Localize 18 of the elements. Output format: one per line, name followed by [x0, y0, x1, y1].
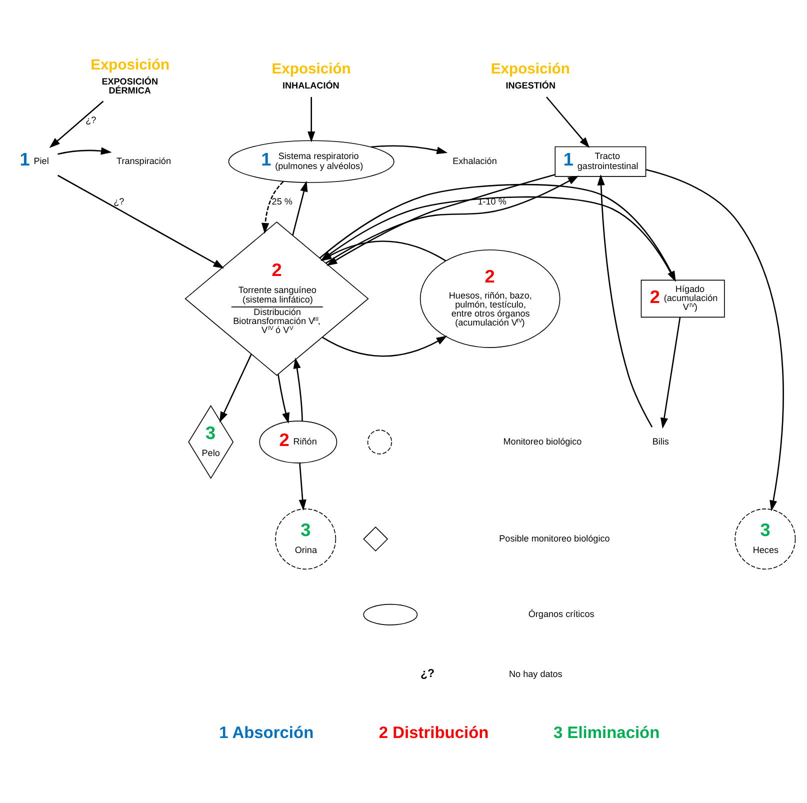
node-text: Exposición INGESTIÓN	[490, 61, 570, 91]
node-text: Exhalación	[452, 156, 497, 166]
label: ¿?	[420, 668, 435, 680]
node-text: 1 Piel	[20, 149, 49, 170]
label: 1 Absorción	[219, 724, 314, 742]
label: 2 Distribución	[378, 724, 489, 742]
edge-label: ¿?	[114, 196, 124, 207]
node-text: Exposición EXPOSICIÓN DÉRMICA	[90, 57, 170, 96]
legend-label: No hay datos	[509, 669, 562, 680]
node-text: Exposición INHALACIÓN	[272, 61, 351, 91]
edge-label: ¿?	[86, 115, 96, 126]
edge-label: 25 %	[272, 196, 292, 207]
legend-label: Órganos críticos	[528, 608, 594, 619]
legend-label: Monitoreo biológico	[503, 436, 582, 446]
node-text: Transpiración	[116, 156, 172, 166]
label: 3 Eliminación	[554, 724, 660, 742]
legend-label: Posible monitoreo biológico	[499, 533, 610, 544]
node-text: Bilis	[652, 436, 669, 446]
